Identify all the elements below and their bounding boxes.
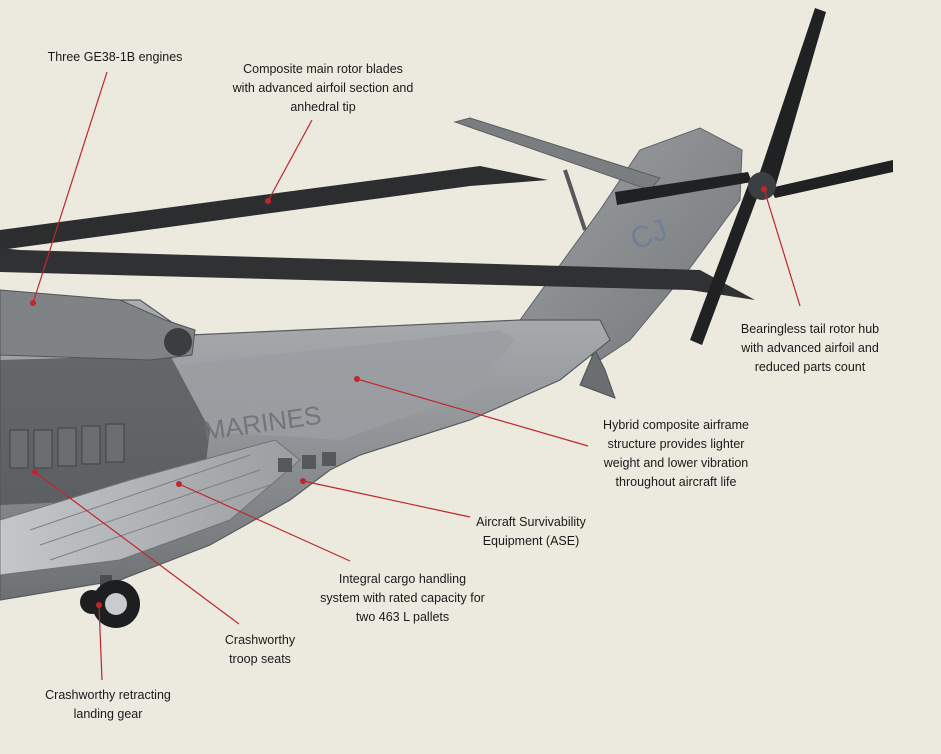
- callout-tail-rotor-hub: Bearingless tail rotor hub with advanced…: [740, 322, 880, 374]
- leader-gear: [98, 604, 103, 681]
- main-rotor-blade-lower: [0, 248, 755, 300]
- callout-landing-gear: Crashworthy retracting landing gear: [45, 688, 171, 721]
- dot-seats: [32, 469, 38, 475]
- landing-gear: [80, 575, 140, 628]
- horizontal-stabilizer: [453, 117, 661, 191]
- leader-seats: [34, 471, 240, 625]
- leader-ase: [302, 480, 471, 518]
- leader-cargo: [178, 483, 351, 562]
- troop-seats: [9, 423, 125, 469]
- leader-engines: [32, 71, 108, 304]
- ase-pods: [278, 452, 336, 472]
- stabilizer-strut: [563, 169, 587, 231]
- dot-tailhub: [761, 186, 767, 192]
- dot-gear: [96, 602, 102, 608]
- callout-airframe: Hybrid composite airframe structure prov…: [603, 418, 749, 489]
- leader-lines: [30, 71, 801, 681]
- floor-rollers: [29, 454, 271, 561]
- dot-ase: [300, 478, 306, 484]
- dot-blades: [265, 198, 271, 204]
- leader-blades: [267, 119, 313, 202]
- aft-fairing: [180, 330, 515, 440]
- leader-airframe: [356, 378, 589, 447]
- dot-engines: [30, 300, 36, 306]
- leader-tailhub: [763, 188, 801, 307]
- engine-intake: [164, 328, 192, 356]
- callout-cargo-handling: Integral cargo handling system with rate…: [320, 572, 485, 624]
- engine-nacelle: [0, 289, 196, 361]
- callout-engines: Three GE38-1B engines: [47, 50, 183, 64]
- tail-rotor: [615, 8, 893, 345]
- callout-ase: Aircraft Survivability Equipment (ASE): [476, 515, 586, 548]
- dot-cargo: [176, 481, 182, 487]
- callout-main-rotor-blades: Composite main rotor blades with advance…: [232, 62, 414, 114]
- dot-airframe: [354, 376, 360, 382]
- main-rotor-blade-upper: [0, 166, 548, 250]
- callout-troop-seats: Crashworthy troop seats: [224, 633, 296, 666]
- tail-gear: [579, 348, 616, 399]
